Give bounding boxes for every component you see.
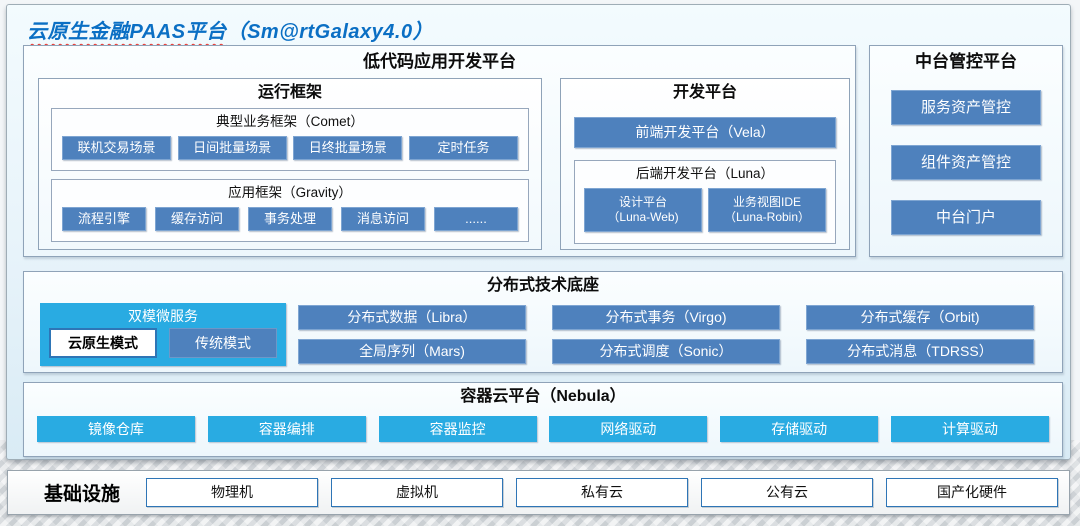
block-domestic-hardware: 国产化硬件 <box>886 478 1059 507</box>
block-private-cloud: 私有云 <box>516 478 689 507</box>
infrastructure-title: 基础设施 <box>44 484 121 505</box>
block-middle-platform-portal: 中台门户 <box>891 200 1041 235</box>
block-image-repository: 镜像仓库 <box>37 416 195 442</box>
panel-middle-platform-control: 中台管控平台 服务资产管控 组件资产管控 中台门户 <box>869 45 1063 257</box>
middle-platform-items: 服务资产管控 组件资产管控 中台门户 <box>870 90 1062 235</box>
block-global-sequence-mars: 全局序列（Mars) <box>298 339 526 364</box>
block-cache-access: 缓存访问 <box>155 207 239 231</box>
block-service-asset-control: 服务资产管控 <box>891 90 1041 125</box>
comet-title: 典型业务框架（Comet） <box>216 114 364 129</box>
block-compute-driver: 计算驱动 <box>890 416 1049 442</box>
block-process-engine: 流程引擎 <box>62 207 146 231</box>
dual-mode-title: 双模微服务 <box>128 308 198 324</box>
block-luna-web: 设计平台（Luna-Web) <box>584 188 702 232</box>
block-component-asset-control: 组件资产管控 <box>891 145 1041 180</box>
panel-dev-platform: 开发平台 前端开发平台（Vela） 后端开发平台（Luna） 设计平台（Luna… <box>560 78 850 250</box>
block-public-cloud: 公有云 <box>701 478 874 507</box>
box-backend-luna: 后端开发平台（Luna） 设计平台（Luna-Web) 业务视图IDE（Luna… <box>574 160 836 244</box>
block-message-access: 消息访问 <box>341 207 425 231</box>
block-online-transaction: 联机交易场景 <box>62 136 171 160</box>
block-cloud-native-mode: 云原生模式 <box>49 328 157 358</box>
gravity-items-row: 流程引擎 缓存访问 事务处理 消息访问 ...... <box>52 207 528 231</box>
block-distributed-scheduling-sonic: 分布式调度（Sonic） <box>552 339 780 364</box>
block-distributed-cache-orbit: 分布式缓存（Orbit) <box>806 305 1034 330</box>
block-network-driver: 网络驱动 <box>549 416 708 442</box>
diagram-title-version: （Sm@rtGalaxy4.0） <box>226 21 434 43</box>
luna-web-line2: （Luna-Web) <box>607 210 679 224</box>
dual-mode-row: 云原生模式 传统模式 <box>40 328 286 358</box>
runtime-framework-title: 运行框架 <box>257 84 322 101</box>
panel-distributed-base: 分布式技术底座 双模微服务 云原生模式 传统模式 分布式数据（Libra） 分布… <box>23 271 1063 373</box>
block-distributed-data-libra: 分布式数据（Libra） <box>298 305 526 330</box>
nebula-items-row: 镜像仓库 容器编排 容器监控 网络驱动 存储驱动 计算驱动 <box>24 416 1062 442</box>
block-intraday-batch: 日间批量场景 <box>177 136 287 160</box>
gravity-title: 应用框架（Gravity） <box>228 185 352 200</box>
dev-platform-title: 开发平台 <box>672 84 737 101</box>
luna-title: 后端开发平台（Luna） <box>635 166 775 181</box>
panel-lowcode-dev-platform: 低代码应用开发平台 运行框架 典型业务框架（Comet） 联机交易场景 日间批量… <box>23 45 856 257</box>
box-gravity-framework: 应用框架（Gravity） 流程引擎 缓存访问 事务处理 消息访问 ...... <box>51 179 529 242</box>
diagram-title-main: 云原生金融PAAS平台 <box>27 21 227 43</box>
block-virtual-machine: 虚拟机 <box>331 478 504 507</box>
block-distributed-transaction-virgo: 分布式事务（Virgo) <box>552 305 780 330</box>
block-container-orchestration: 容器编排 <box>207 416 366 442</box>
distributed-items-grid: 分布式数据（Libra） 分布式事务（Virgo) 分布式缓存（Orbit) 全… <box>298 305 1034 364</box>
lowcode-panel-title: 低代码应用开发平台 <box>363 52 516 71</box>
block-scheduled-task: 定时任务 <box>408 136 518 160</box>
nebula-title: 容器云平台（Nebula） <box>460 388 626 405</box>
panel-container-cloud-nebula: 容器云平台（Nebula） 镜像仓库 容器编排 容器监控 网络驱动 存储驱动 计… <box>23 382 1063 457</box>
comet-items-row: 联机交易场景 日间批量场景 日终批量场景 定时任务 <box>52 136 528 160</box>
box-dual-mode-microservice: 双模微服务 云原生模式 传统模式 <box>40 303 286 366</box>
middle-platform-title: 中台管控平台 <box>915 52 1017 71</box>
platform-diagram-frame: 云原生金融PAAS平台（Sm@rtGalaxy4.0） 低代码应用开发平台 运行… <box>6 4 1071 460</box>
diagram-title: 云原生金融PAAS平台（Sm@rtGalaxy4.0） <box>27 15 433 44</box>
block-storage-driver: 存储驱动 <box>720 416 879 442</box>
block-luna-robin: 业务视图IDE（Luna-Robin） <box>708 188 826 232</box>
distributed-base-title: 分布式技术底座 <box>486 277 599 294</box>
block-traditional-mode: 传统模式 <box>169 328 277 358</box>
luna-items-row: 设计平台（Luna-Web) 业务视图IDE（Luna-Robin） <box>575 188 835 232</box>
box-comet-framework: 典型业务框架（Comet） 联机交易场景 日间批量场景 日终批量场景 定时任务 <box>51 108 529 171</box>
block-frontend-vela: 前端开发平台（Vela） <box>574 117 836 148</box>
panel-infrastructure: 基础设施 物理机 虚拟机 私有云 公有云 国产化硬件 <box>7 470 1070 515</box>
block-transaction-processing: 事务处理 <box>248 207 332 231</box>
infrastructure-items: 物理机 虚拟机 私有云 公有云 国产化硬件 <box>146 478 1059 507</box>
block-more-ellipsis: ...... <box>434 207 518 231</box>
luna-robin-line2: （Luna-Robin） <box>723 210 811 224</box>
panel-runtime-framework: 运行框架 典型业务框架（Comet） 联机交易场景 日间批量场景 日终批量场景 … <box>38 78 542 250</box>
block-container-monitoring: 容器监控 <box>378 416 537 442</box>
luna-robin-line1: 业务视图IDE <box>732 195 801 209</box>
block-physical-machine: 物理机 <box>146 478 319 507</box>
block-distributed-message-tdrss: 分布式消息（TDRSS） <box>806 339 1034 364</box>
luna-web-line1: 设计平台 <box>618 195 667 209</box>
block-eod-batch: 日终批量场景 <box>293 136 403 160</box>
